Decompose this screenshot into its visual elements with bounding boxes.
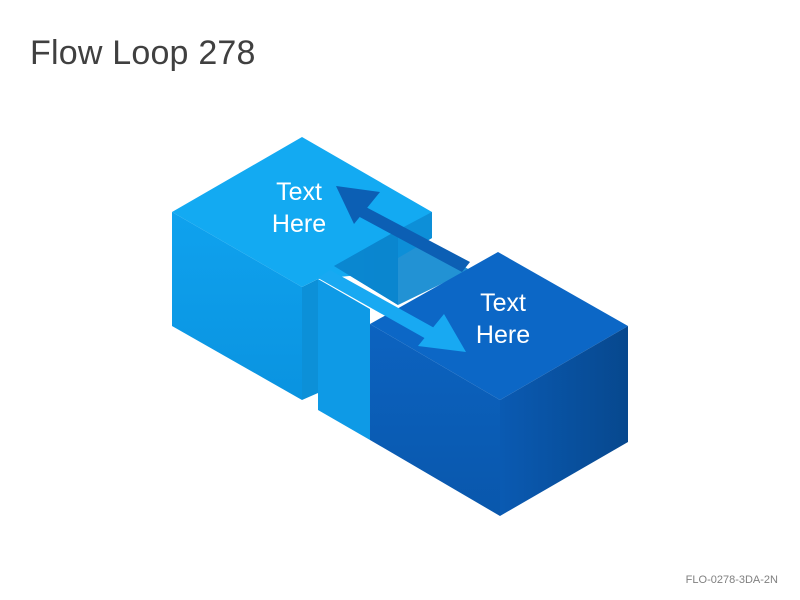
page-title: Flow Loop 278: [30, 34, 256, 72]
arrow-dark-shaft: [356, 205, 470, 272]
light-block-label-line1: Text: [276, 178, 322, 206]
dark-block-front-face: [370, 324, 500, 516]
dark-block-right-face: [500, 326, 628, 516]
light-block-recess-top: [334, 230, 470, 305]
arrow-light-shaft: [318, 270, 438, 340]
dark-blue-block: [370, 252, 628, 516]
dark-block-label-line1: Text: [480, 289, 526, 317]
light-block-lower-face: [318, 279, 370, 440]
arrow-dark-head: [336, 186, 380, 224]
light-block-front-face: [172, 212, 302, 400]
light-block-label-line2: Here: [272, 210, 326, 238]
footer-code: FLO-0278-3DA-2N: [685, 574, 778, 586]
light-block-notch-face: [302, 279, 318, 400]
arrow-light-head: [418, 314, 466, 352]
dark-block-label-line2: Here: [476, 321, 530, 349]
arrow-to-dark-block: [318, 270, 466, 352]
dark-block-top-face: [370, 252, 628, 400]
light-blue-block: [172, 137, 470, 440]
arrow-to-light-block: [336, 186, 470, 272]
